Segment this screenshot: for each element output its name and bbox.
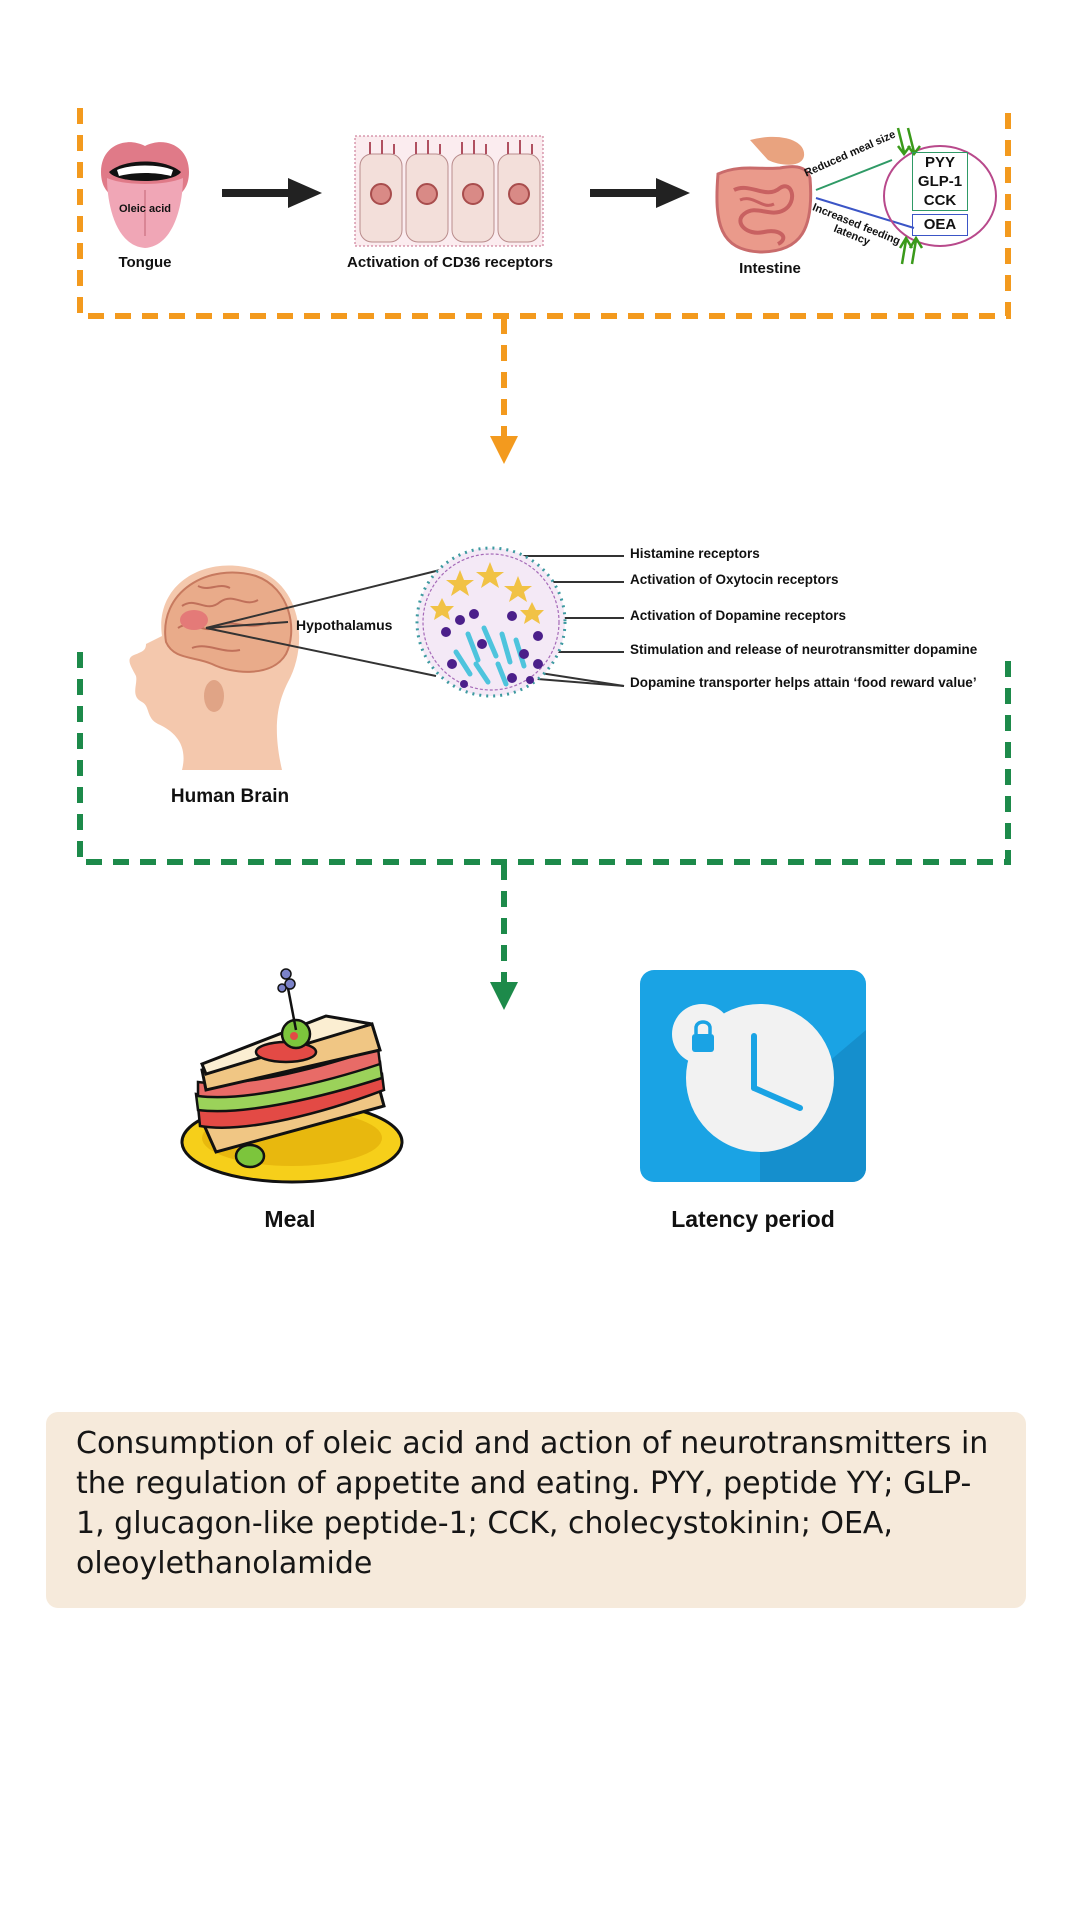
tongue-text: Oleic acid xyxy=(119,203,171,215)
meal-label: Meal xyxy=(264,1206,316,1232)
arrow-right-icon xyxy=(590,178,690,208)
figure-caption: Consumption of oleic acid and action of … xyxy=(46,1412,1026,1608)
receptor-label: Activation of Oxytocin receptors xyxy=(630,572,839,587)
receptor-label: Histamine receptors xyxy=(630,546,760,561)
hormone-connectors xyxy=(815,127,997,265)
clock-icon xyxy=(640,970,866,1182)
hormone-cck: CCK xyxy=(912,191,968,211)
meal-sandwich-illustration xyxy=(180,968,404,1184)
hypothalamus-label: Hypothalamus xyxy=(296,617,393,633)
human-brain-label: Human Brain xyxy=(170,786,290,807)
brain-panel-frame xyxy=(77,652,1011,1010)
receptor-label: Stimulation and release of neurotransmit… xyxy=(630,642,978,657)
cd36-cells-illustration xyxy=(354,135,544,247)
hormone-glp1: GLP-1 xyxy=(912,172,968,191)
tongue-illustration xyxy=(101,142,189,248)
receptor-label: Dopamine transporter helps attain ‘food … xyxy=(630,675,977,690)
intestine-illustration xyxy=(715,136,813,254)
latency-period-label: Latency period xyxy=(671,1206,835,1232)
tongue-label: Tongue xyxy=(118,254,172,271)
hormone-pyy: PYY xyxy=(912,152,968,172)
hormone-oea: OEA xyxy=(912,214,968,236)
cd36-label: Activation of CD36 receptors xyxy=(347,254,553,271)
intestine-label: Intestine xyxy=(739,260,801,277)
hormone-list: PYY GLP-1 CCK OEA xyxy=(912,152,968,236)
top-panel-frame xyxy=(77,108,1011,464)
synapse-illustration xyxy=(415,546,567,698)
receptor-label: Activation of Dopamine receptors xyxy=(630,608,847,623)
arrow-right-icon xyxy=(222,178,322,208)
